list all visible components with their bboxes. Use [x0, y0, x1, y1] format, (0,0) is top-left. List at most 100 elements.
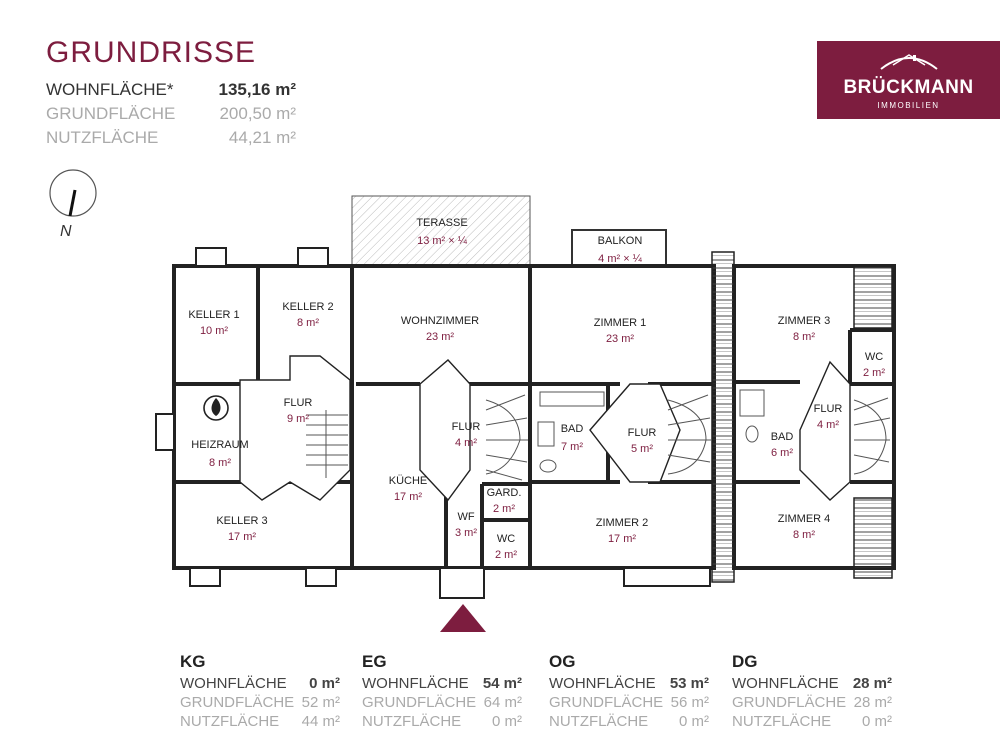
- floor-label: NUTZFLÄCHE: [362, 713, 462, 730]
- floor-plan: KELLER 1 10 m² KELLER 2 8 m² FLUR 9 m² H…: [155, 195, 896, 599]
- room-wf-area: 3 m²: [455, 527, 477, 539]
- room-keller3-name: KELLER 3: [216, 515, 267, 527]
- floor-label: GRUNDFLÄCHE: [362, 694, 477, 711]
- room-zimmer1-name: ZIMMER 1: [594, 317, 647, 329]
- room-flur-eg-name: FLUR: [452, 421, 481, 433]
- floor-label: GRUNDFLÄCHE: [549, 694, 664, 711]
- room-gard-name: GARD.: [487, 487, 522, 499]
- roof-left: [711, 251, 735, 583]
- floor-value: 53 m²: [669, 675, 709, 692]
- room-flur-eg-area: 4 m²: [455, 437, 477, 449]
- room-zimmer2-name: ZIMMER 2: [596, 517, 649, 529]
- page-title: GRUNDRISSE: [46, 36, 257, 69]
- floor-label: WOHNFLÄCHE: [732, 675, 839, 692]
- floor-label: NUTZFLÄCHE: [732, 713, 832, 730]
- room-bad-dg-name: BAD: [771, 431, 794, 443]
- brand-logo: BRÜCKMANN IMMOBILIEN: [817, 41, 1000, 119]
- floor-name: EG: [362, 652, 387, 671]
- room-terasse-area: 13 m² × ¼: [417, 235, 468, 247]
- room-flur-og-name: FLUR: [628, 427, 657, 439]
- compass-label: N: [60, 223, 72, 240]
- floor-value: 0 m²: [679, 713, 709, 730]
- logo-subtitle: IMMOBILIEN: [877, 101, 940, 110]
- floor-name: OG: [549, 652, 576, 671]
- room-wc-eg-area: 2 m²: [495, 549, 517, 561]
- room-wohnzimmer-name: WOHNZIMMER: [401, 315, 479, 327]
- floor-label: WOHNFLÄCHE: [180, 675, 287, 692]
- room-keller3-area: 17 m²: [228, 531, 256, 543]
- room-keller2-name: KELLER 2: [282, 301, 333, 313]
- stat-value: 200,50 m²: [219, 104, 296, 123]
- floor-label: WOHNFLÄCHE: [549, 675, 656, 692]
- floor-value: 64 m²: [483, 694, 522, 711]
- room-bad-og-name: BAD: [561, 423, 584, 435]
- room-keller1-name: KELLER 1: [188, 309, 239, 321]
- floor-summary: KG WOHNFLÄCHE 0 m² GRUNDFLÄCHE 52 m² NUTZF…: [0, 652, 1000, 750]
- room-wc-eg-name: WC: [497, 533, 515, 545]
- room-wc-dg-area: 2 m²: [863, 367, 885, 379]
- logo-name: BRÜCKMANN: [843, 77, 974, 98]
- entrance-triangle-icon: [440, 604, 486, 632]
- room-heizraum-area: 8 m²: [209, 457, 231, 469]
- stat-wohnflaeche: WOHNFLÄCHE* 135,16 m²: [46, 78, 296, 102]
- room-zimmer2-area: 17 m²: [608, 533, 636, 545]
- floor-label: GRUNDFLÄCHE: [732, 694, 847, 711]
- north-arrow-icon: N: [49, 169, 97, 240]
- terrace-area: [351, 195, 531, 267]
- roof-bottom-right: [853, 497, 893, 579]
- stat-nutzflaeche: NUTZFLÄCHE 44,21 m²: [46, 126, 296, 150]
- area-summary: WOHNFLÄCHE* 135,16 m² GRUNDFLÄCHE 200,50…: [46, 78, 296, 150]
- room-balkon-area: 4 m² × ¼: [598, 253, 643, 265]
- room-keller1-area: 10 m²: [200, 325, 228, 337]
- room-wc-dg-name: WC: [865, 351, 883, 363]
- room-zimmer1-area: 23 m²: [606, 333, 634, 345]
- stat-label: GRUNDFLÄCHE: [46, 104, 176, 123]
- floor-name: DG: [732, 652, 758, 671]
- room-wf-name: WF: [457, 511, 474, 523]
- floor-value: 0 m²: [492, 713, 522, 730]
- roof-top-right: [853, 265, 893, 329]
- fire-icon: [203, 395, 229, 421]
- floor-name: KG: [180, 652, 206, 671]
- room-gard-area: 2 m²: [493, 503, 515, 515]
- room-flur-dg-name: FLUR: [814, 403, 843, 415]
- balcony-area: [571, 229, 667, 267]
- room-flur-og-area: 5 m²: [631, 443, 653, 455]
- stat-grundflaeche: GRUNDFLÄCHE 200,50 m²: [46, 102, 296, 126]
- room-keller2-area: 8 m²: [297, 317, 319, 329]
- room-kueche-name: KÜCHE: [389, 475, 428, 487]
- room-balkon-name: BALKON: [598, 235, 643, 247]
- stat-label: WOHNFLÄCHE*: [46, 80, 174, 99]
- floor-label: NUTZFLÄCHE: [549, 713, 649, 730]
- room-bad-dg-area: 6 m²: [771, 447, 793, 459]
- room-terasse-name: TERASSE: [416, 217, 467, 229]
- floor-value: 56 m²: [670, 694, 709, 711]
- room-heizraum-name: HEIZRAUM: [191, 439, 248, 451]
- room-kueche-area: 17 m²: [394, 491, 422, 503]
- floor-value: 0 m²: [862, 713, 892, 730]
- floor-eg: EG WOHNFLÄCHE 54 m² GRUNDFLÄCHE 64 m² NUTZ…: [362, 652, 522, 731]
- room-zimmer4-name: ZIMMER 4: [778, 513, 831, 525]
- room-zimmer4-area: 8 m²: [793, 529, 815, 541]
- room-flur-dg-area: 4 m²: [817, 419, 839, 431]
- floor-value: 28 m²: [852, 675, 892, 692]
- room-bad-og-area: 7 m²: [561, 441, 583, 453]
- floor-value: 54 m²: [482, 675, 522, 692]
- room-wohnzimmer-area: 23 m²: [426, 331, 454, 343]
- floor-value: 28 m²: [853, 694, 892, 711]
- stat-label: NUTZFLÄCHE: [46, 128, 159, 147]
- floor-label: NUTZFLÄCHE: [180, 713, 280, 730]
- stat-value: 135,16 m²: [218, 80, 297, 99]
- house-roof-icon: [880, 54, 938, 70]
- room-zimmer3-area: 8 m²: [793, 331, 815, 343]
- floor-value: 0 m²: [309, 675, 340, 692]
- floor-value: 52 m²: [301, 694, 340, 711]
- stat-value: 44,21 m²: [228, 128, 296, 147]
- floor-value: 44 m²: [301, 713, 340, 730]
- room-flur-kg-area: 9 m²: [287, 413, 309, 425]
- floor-dg: DG WOHNFLÄCHE 28 m² GRUNDFLÄCHE 28 m² NUTZ…: [732, 652, 892, 731]
- floor-label: WOHNFLÄCHE: [362, 675, 469, 692]
- floor-og: OG WOHNFLÄCHE 53 m² GRUNDFLÄCHE 56 m² NUTZ…: [549, 652, 709, 731]
- room-zimmer3-name: ZIMMER 3: [778, 315, 831, 327]
